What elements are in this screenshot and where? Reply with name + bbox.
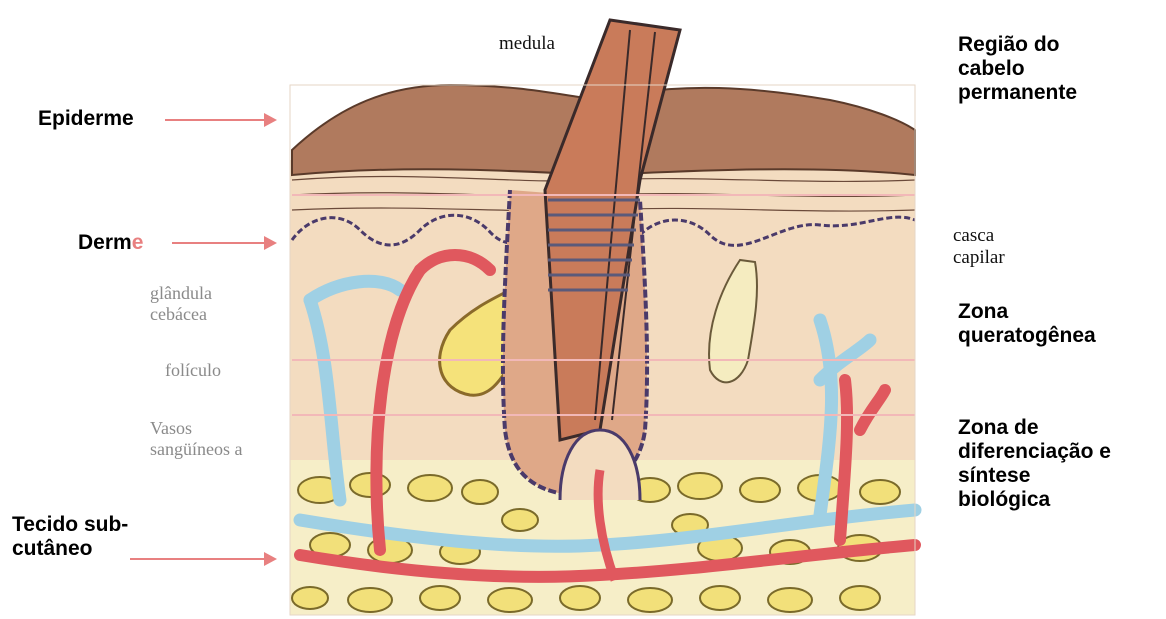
label-zona-diferenciacao: Zona de diferenciação e síntese biológic… bbox=[958, 416, 1111, 513]
label-foliculo: folículo bbox=[165, 360, 221, 381]
label-tecido-line1: Tecido sub- bbox=[12, 513, 128, 537]
label-derme: Derme bbox=[78, 231, 143, 255]
label-regiao: Região do cabelo permanente bbox=[958, 33, 1077, 105]
label-vasos-line1: Vasos bbox=[150, 418, 242, 439]
label-zona-q-line1: Zona bbox=[958, 300, 1096, 324]
label-tecido-line2: cutâneo bbox=[12, 537, 128, 561]
hair-cuticle bbox=[548, 200, 640, 290]
label-vasos: Vasos sangüíneos a bbox=[150, 418, 242, 459]
label-medula: medula bbox=[499, 33, 555, 55]
arrow-epiderme bbox=[165, 119, 265, 121]
label-casca: casca capilar bbox=[953, 225, 1005, 269]
label-regiao-line2: cabelo bbox=[958, 57, 1077, 81]
label-regiao-line3: permanente bbox=[958, 81, 1077, 105]
label-glandula-line2: cebácea bbox=[150, 304, 212, 325]
label-zona-d-line2: diferenciação e bbox=[958, 440, 1111, 464]
label-regiao-line1: Região do bbox=[958, 33, 1077, 57]
label-epiderme: Epiderme bbox=[38, 107, 134, 131]
label-casca-line2: capilar bbox=[953, 247, 1005, 269]
label-derme-tail: e bbox=[132, 231, 144, 254]
label-glandula-line1: glândula bbox=[150, 283, 212, 304]
label-vasos-line2: sangüíneos a bbox=[150, 439, 242, 460]
label-zona-d-line1: Zona de bbox=[958, 416, 1111, 440]
arrow-derme bbox=[172, 242, 265, 244]
label-zona-d-line4: biológica bbox=[958, 488, 1111, 512]
label-zona-d-line3: síntese bbox=[958, 464, 1111, 488]
label-casca-line1: casca bbox=[953, 225, 1005, 247]
label-derme-main: Derm bbox=[78, 231, 132, 254]
label-tecido: Tecido sub- cutâneo bbox=[12, 513, 128, 561]
arrow-tecido bbox=[130, 558, 265, 560]
label-zona-q-line2: queratogênea bbox=[958, 324, 1096, 348]
label-glandula: glândula cebácea bbox=[150, 283, 212, 324]
label-zona-queratogenea: Zona queratogênea bbox=[958, 300, 1096, 348]
